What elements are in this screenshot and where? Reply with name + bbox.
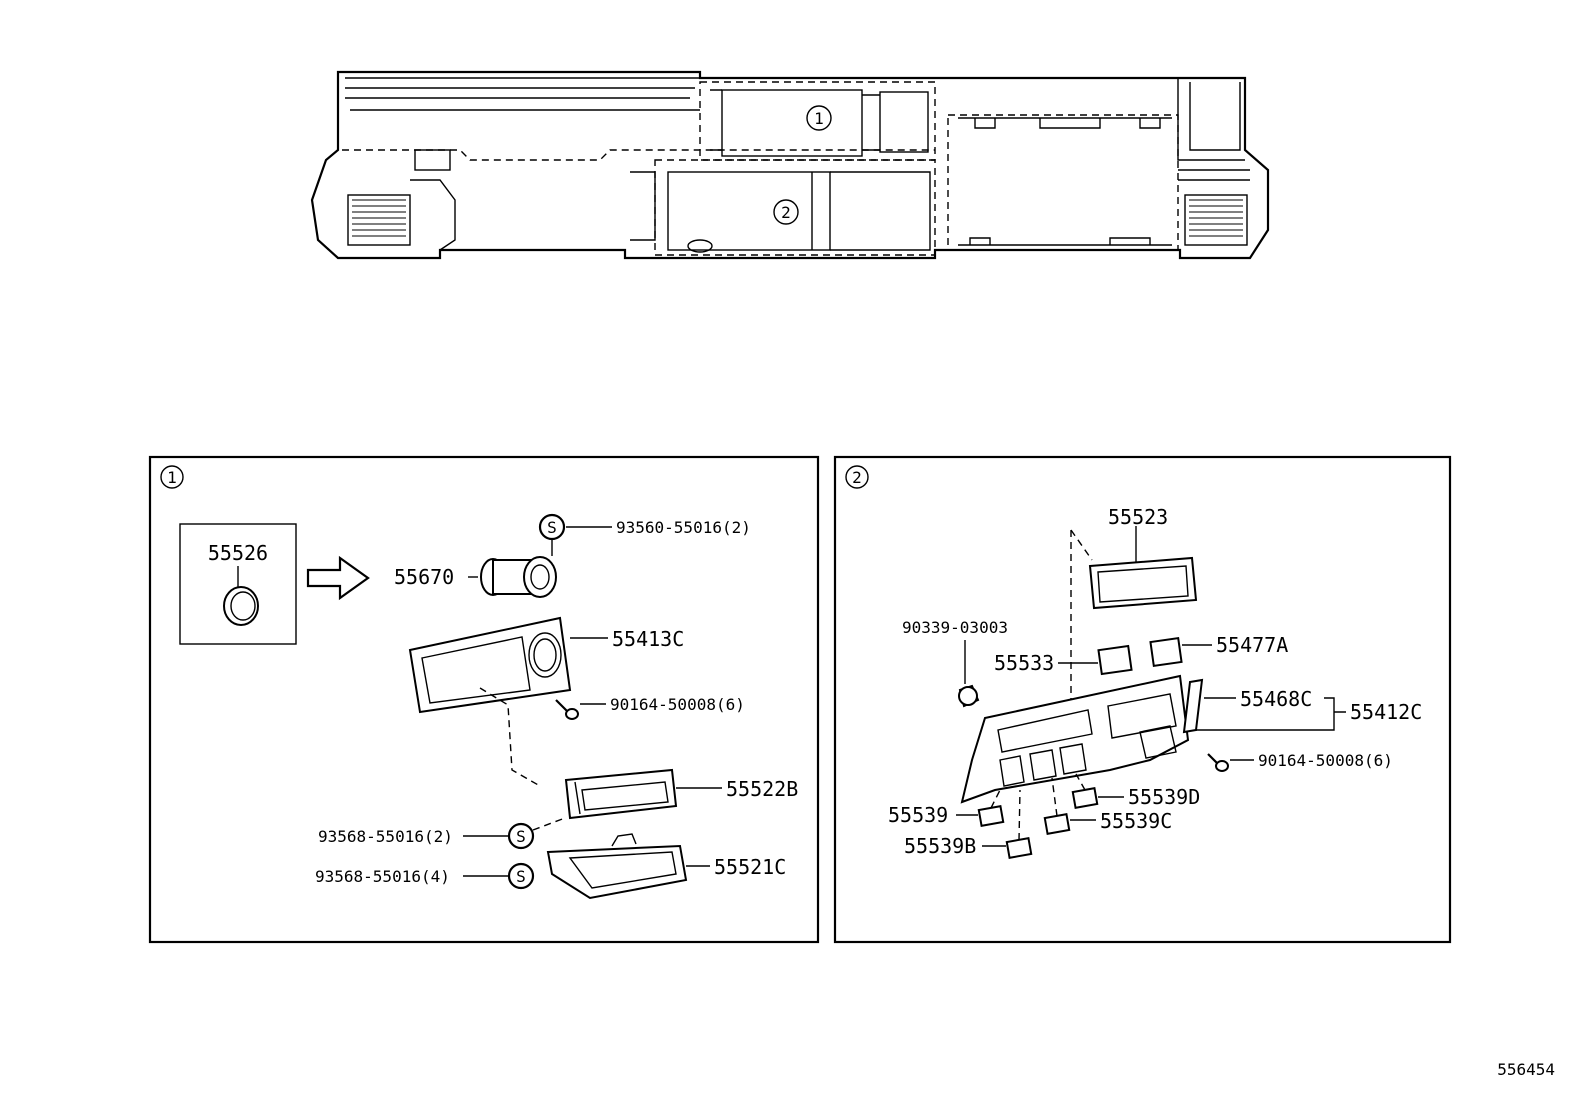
instrument-panel-overview: 1 2 (310, 70, 1270, 260)
part-93568b-label: 93568-55016(4) (315, 867, 450, 886)
s-symbol-icon: S (516, 827, 526, 846)
s-symbol-icon: S (516, 867, 526, 886)
section-1-callout: 1 (814, 109, 824, 128)
part-90164-label-2: 90164-50008(6) (1258, 751, 1393, 770)
part-55533-label: 55533 (994, 651, 1054, 675)
panel-55522B (564, 768, 678, 820)
inset-55526: 55526 (179, 523, 297, 645)
part-55523-label: 55523 (1108, 505, 1168, 529)
part-55539-label: 55539 (888, 803, 948, 827)
part-55539C-label: 55539C (1100, 809, 1172, 833)
part-55521C-label: 55521C (714, 855, 786, 879)
detail-panel-1: 1 55526 55670 S 93560-55016(2) (148, 455, 820, 944)
part-55526-label: 55526 (208, 541, 268, 565)
left-vent (347, 194, 411, 246)
part-55522B-label: 55522B (726, 777, 798, 801)
part-93560-label: 93560-55016(2) (616, 518, 751, 537)
screw-icon (1207, 753, 1229, 772)
part-90339-label: 90339-03003 (902, 618, 1008, 637)
detail-panel-2: 2 55523 90339-03003 55533 55477A (833, 455, 1452, 944)
part-55670-label: 55670 (394, 565, 454, 589)
part-55539B-label: 55539B (904, 834, 976, 858)
section-2-box: 2 (630, 159, 936, 256)
part-55413C-label: 55413C (612, 627, 684, 651)
part-55539D-label: 55539D (1128, 785, 1200, 809)
panel-2-marker: 2 (852, 468, 862, 487)
section-1-box: 1 (699, 81, 936, 161)
panel-55523 (1088, 556, 1198, 610)
screw-icon (555, 699, 579, 720)
part-90164-label-1: 90164-50008(6) (610, 695, 745, 714)
right-vent (1177, 78, 1248, 246)
arrow-icon (306, 555, 370, 601)
bulb-90339 (958, 684, 980, 708)
part-55412C-label: 55412C (1350, 700, 1422, 724)
glovebox-area (947, 114, 1179, 251)
part-55477A-label: 55477A (1216, 633, 1288, 657)
lighter-socket-55670 (468, 556, 557, 598)
pocket-55521C (546, 833, 688, 900)
section-2-callout: 2 (781, 203, 791, 222)
bezel-55413C (408, 616, 572, 714)
cluster-bezel-55412C (960, 674, 1190, 804)
s-symbol-icon: S (547, 518, 557, 537)
part-93568a-label: 93568-55016(2) (318, 827, 453, 846)
panel-1-marker: 1 (167, 468, 177, 487)
part-55468C-label: 55468C (1240, 687, 1312, 711)
diagram-id: 556454 (1497, 1060, 1555, 1079)
